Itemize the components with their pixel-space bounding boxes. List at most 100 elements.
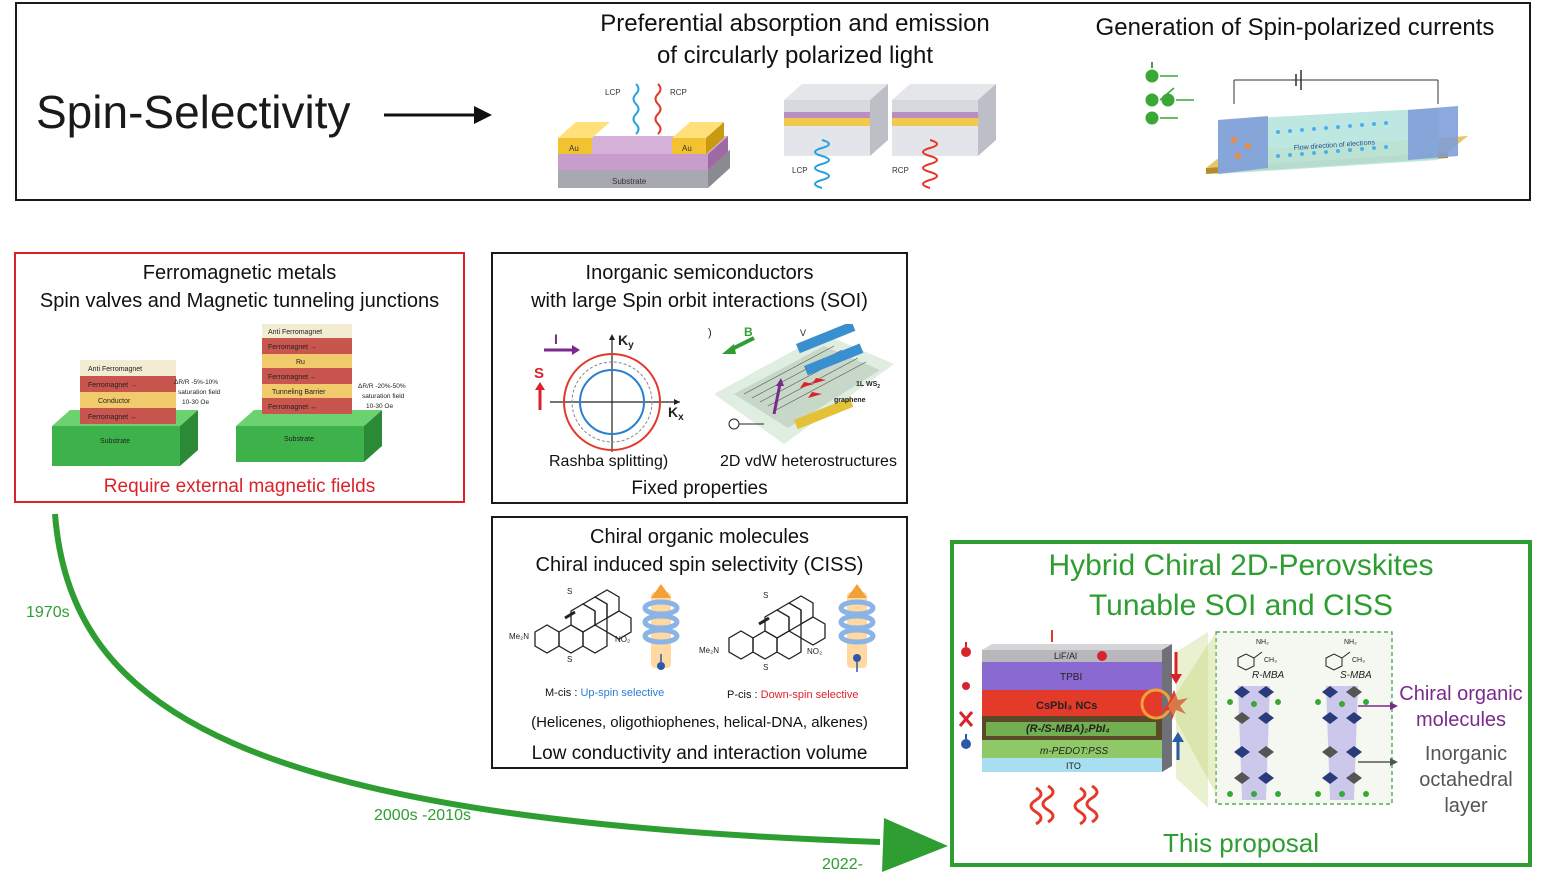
p-cis-no2: NO₂: [807, 647, 822, 656]
rcp-emission-label: RCP: [892, 166, 909, 175]
s-mba-label: S-MBA: [1340, 670, 1372, 681]
perovskite-column-left: [1227, 686, 1281, 800]
paren-mark: ): [708, 327, 712, 339]
spin-arrows: [1145, 62, 1194, 125]
right-stack-layer-7: Substrate: [284, 436, 314, 443]
m-cis-no2: NO₂: [615, 635, 630, 644]
ferro-footer: Require external magnetic fields: [103, 476, 376, 497]
m-cis-me2n: Me₂N: [509, 632, 529, 641]
ferro-title: Ferromagnetic metals Spin valves and Mag…: [14, 259, 465, 315]
callout-cone: [1168, 632, 1216, 794]
left-stack-layer-1: Anti Ferromagnet: [88, 366, 142, 373]
rashba-label: Rashba splitting): [549, 453, 669, 470]
lcp-emission-label: LCP: [792, 166, 808, 175]
p-cis-label: P-cis : Down-spin selective: [727, 688, 858, 702]
b-label: B: [744, 325, 753, 339]
hybrid-title-line1: Hybrid Chiral 2D-Perovskites: [1048, 549, 1434, 582]
right-note-2: saturation field: [362, 393, 405, 400]
left-stack-layer-5: Substrate: [100, 438, 130, 445]
hybrid-proposal-box: [950, 540, 1532, 867]
right-arrow: [384, 106, 492, 124]
left-stack-layer-4: Ferromagnet ↔: [88, 414, 137, 421]
s-mba-ch3: CH₃: [1352, 657, 1365, 664]
inorganic-octahedral-label-line2: octahedral: [1419, 769, 1513, 791]
ferro-title-line1: Ferromagnetic metals: [142, 262, 337, 284]
chiral-examples: (Helicenes, oligothiophenes, helical-DNA…: [531, 714, 868, 731]
m-cis-prefix: M-cis :: [545, 687, 581, 699]
left-stack-layer-3: Conductor: [98, 398, 131, 405]
m-cis-helix: [642, 584, 680, 670]
chiral-title-line1: Chiral organic molecules: [590, 526, 809, 548]
spin-valve-illustration: Anti Ferromagnet Ferromagnet → Conductor…: [52, 324, 406, 466]
rashba-outer-ring: [563, 353, 661, 451]
right-stack-layer-2: Ferromagnet →: [268, 344, 317, 351]
chiral-organic-label-line2: molecules: [1415, 709, 1507, 731]
ky-label: Ky: [618, 332, 634, 351]
right-stack-layer-5: Tunneling Barrier: [272, 389, 326, 396]
m-cis-value: Up-spin selective: [580, 687, 665, 699]
timeline-arrow: [52, 513, 948, 872]
p-cis-prefix: P-cis :: [727, 689, 761, 701]
p-cis-s-bottom: S: [763, 663, 768, 672]
chiral-title: Chiral organic molecules Chiral induced …: [491, 523, 908, 579]
inorganic-title-line1: Inorganic semiconductors: [585, 262, 814, 284]
timeline-label-2022: 2022-: [822, 856, 863, 873]
r-mba-nh2: NH₂: [1256, 639, 1269, 646]
chiral-organic-label-line1: Chiral organic: [1399, 683, 1523, 705]
timeline-label-2000s: 2000s -2010s: [374, 807, 471, 824]
m-cis-s-top: S: [567, 587, 572, 596]
inorganic-title-line2: with large Spin orbit interactions (SOI): [531, 290, 868, 312]
vdw-heterostructure-illustration: ) B V 1L WS2 graphene: [708, 324, 894, 444]
chiral-molecules-box: [491, 516, 908, 769]
lcp-wave: [632, 83, 640, 135]
p-cis-molecule: [728, 595, 826, 660]
hybrid-title-line2: Tunable SOI and CISS: [1088, 589, 1394, 622]
hybrid-title: Hybrid Chiral 2D-Perovskites Tunable SOI…: [950, 546, 1532, 626]
right-note-3: 10-30 Oe: [366, 403, 393, 410]
device-layer-5: m-PEDOT:PSS: [1040, 746, 1108, 757]
ferro-title-line2: Spin valves and Magnetic tunneling junct…: [39, 290, 440, 312]
absorption-title-line2: of circularly polarized light: [656, 42, 934, 69]
chiral-footer: Low conductivity and interaction volume: [531, 743, 868, 764]
device-layer-2: TPBI: [1060, 672, 1082, 683]
inorganic-octahedral-label-line3: layer: [1444, 795, 1488, 817]
i-label: I: [554, 331, 558, 347]
rcp-label: RCP: [670, 88, 687, 97]
emission-slabs-illustration: LCP RCP: [784, 84, 996, 189]
lcp-label: LCP: [605, 88, 621, 97]
right-stack-layer-4: Ferromagnet ←: [268, 374, 317, 381]
timeline-label-1970s: 1970s: [26, 604, 70, 621]
graphene-label: graphene: [834, 397, 866, 404]
perovskite-structure-illustration: NH₂ CH₃ NH₂ CH₃ R-MBA S-MBA: [1215, 631, 1393, 805]
right-stack-layer-6: Ferromagnet ↔: [268, 404, 317, 411]
v-label: V: [800, 328, 806, 338]
rcp-wave: [654, 83, 662, 135]
cpl-device-illustration: Au Au Substrate LCP RCP: [558, 83, 730, 188]
ws2-label: 1L WS2: [856, 381, 880, 390]
p-cis-value: Down-spin selective: [760, 689, 859, 701]
page-title: Spin-Selectivity: [36, 86, 351, 138]
r-mba-ch3: CH₃: [1264, 657, 1277, 664]
layer-stack: [982, 644, 1172, 772]
rcp-emission-wave: [922, 139, 938, 189]
electron-dots: [1276, 121, 1388, 158]
inorganic-footer: Fixed properties: [631, 478, 768, 499]
helicene-molecules-illustration: Me₂N NO₂ S S Me₂N NO₂ S S I: [509, 584, 876, 672]
rashba-splitting-illustration: Ky Kx I S: [534, 331, 684, 452]
left-stack-layer-2: Ferromagnet →: [88, 382, 137, 389]
left-note-1: ΔR/R -5%-10%: [174, 379, 218, 386]
device-left-indicators: [958, 642, 974, 749]
absorption-title-line1: Preferential absorption and emission: [600, 10, 990, 37]
rashba-inner-ring: [579, 369, 645, 435]
hybrid-footer: This proposal: [1162, 828, 1320, 858]
inorganic-title: Inorganic semiconductors with large Spin…: [491, 259, 908, 315]
inorganic-octahedral-label: Inorganic octahedral layer: [1402, 741, 1530, 819]
pointer-arrows: [1358, 702, 1398, 766]
vdw-label: 2D vdW heterostructures: [720, 453, 897, 470]
device-layer-3: CsPbI₃ NCs: [1036, 700, 1097, 712]
currents-title: Generation of Spin-polarized currents: [1095, 14, 1495, 41]
chiral-title-line2: Chiral induced spin selectivity (CISS): [535, 554, 864, 576]
p-cis-s-top: S: [763, 591, 768, 600]
left-note-3: 10-30 Oe: [182, 399, 209, 406]
m-cis-s-bottom: S: [567, 655, 572, 664]
